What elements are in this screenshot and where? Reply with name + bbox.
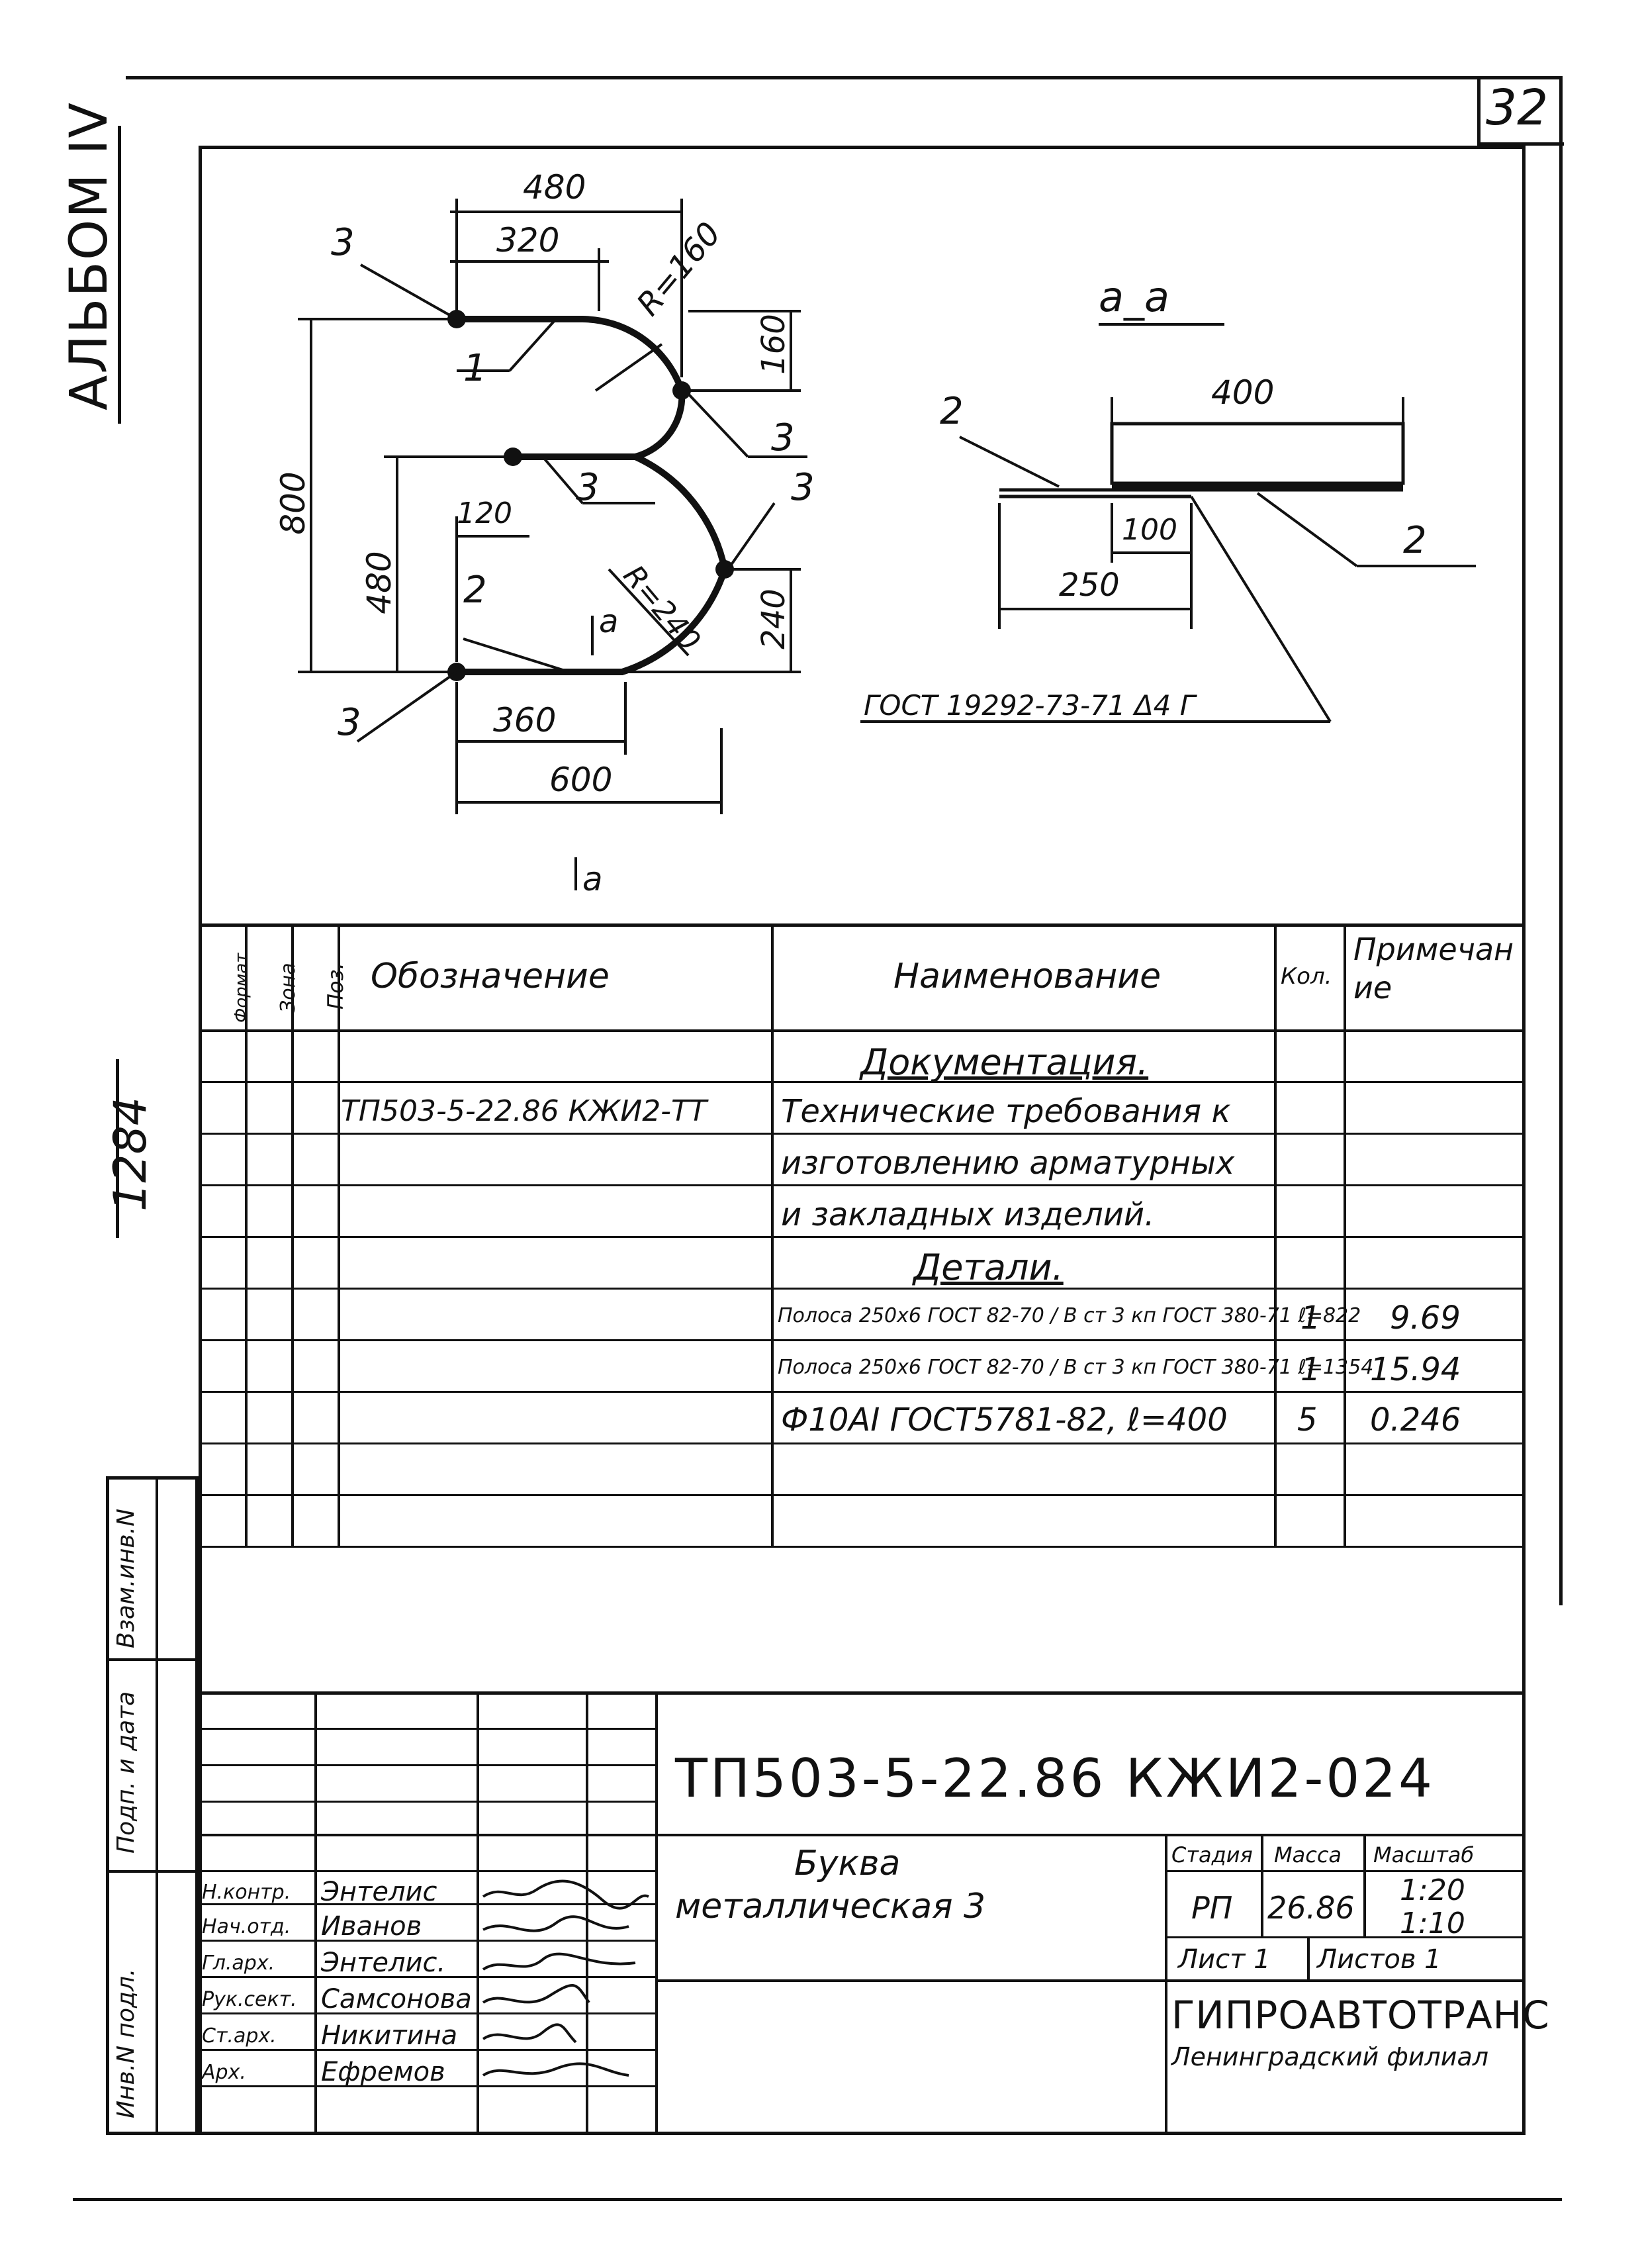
dim-250: 250 (1059, 567, 1120, 604)
row-strip-1-note: 9.69 (1390, 1299, 1461, 1337)
sig-role-2: Нач.отд. (202, 1915, 291, 1938)
sig-name-1: Энтелис (321, 1877, 437, 1907)
right-outer-line (1559, 76, 1563, 1605)
org-branch: Ленинградский филиал (1171, 2042, 1489, 2071)
node-right-upper (672, 381, 691, 400)
pos-3d: 3 (791, 466, 815, 509)
mass-label: Масса (1274, 1842, 1342, 1867)
row-details-section: Детали. (913, 1247, 1064, 1288)
header-zone: Зона (277, 963, 300, 1013)
header-note: Примечание (1353, 931, 1514, 1006)
scale-value-1: 1:20 (1400, 1873, 1465, 1907)
stamp-inv-podl: Инв.N подл. (113, 1968, 140, 2118)
row-tt-line2: изготовлению арматурных (781, 1145, 1235, 1182)
scale-label: Масштаб (1373, 1842, 1475, 1867)
stage-value: РП (1191, 1890, 1233, 1926)
bottom-border-line (73, 2198, 1562, 2201)
sig-name-3: Энтелис. (321, 1948, 446, 1978)
dim-800: 800 (274, 471, 312, 534)
row-doc-section: Документация. (860, 1041, 1149, 1083)
pos-1: 1 (463, 347, 487, 390)
row-designation-tt: ТП503-5-22.86 КЖИ2-ТТ (341, 1094, 707, 1128)
sheet-number: 32 (1486, 79, 1549, 136)
dim-400: 400 (1211, 373, 1274, 412)
dim-320: 320 (496, 221, 559, 260)
dim-360: 360 (493, 701, 556, 739)
title-block: ТП503-5-22.86 КЖИ2-024 Буква металлическ… (199, 1691, 1549, 2135)
spec-table: Формат Зона Поз. Обозначение Наименовани… (199, 923, 1526, 1582)
signature-scribbles (482, 1879, 649, 2077)
row-strip-1-qty: 1 (1300, 1299, 1321, 1337)
sig-role-6: Арх. (202, 2061, 246, 2084)
row-tt-line1: Технические требования к (781, 1093, 1231, 1130)
drawing-code: ТП503-5-22.86 КЖИ2-024 (675, 1748, 1436, 1809)
sig-name-6: Ефремов (321, 2057, 445, 2087)
sig-name-5: Никитина (321, 2020, 458, 2051)
row-rebar: Ф10АI ГОСТ5781-82, ℓ=400 (781, 1401, 1228, 1439)
pos-3a: 3 (331, 221, 355, 264)
row-rebar-note: 0.246 (1370, 1401, 1461, 1439)
side-code: 1284 (105, 1096, 157, 1211)
header-format: Формат (232, 953, 251, 1023)
sig-name-4: Самсонова (321, 1984, 472, 2014)
top-border-line (126, 76, 1562, 79)
section-mark-top: а (599, 603, 618, 640)
sig-role-4: Рук.сект. (202, 1988, 297, 2011)
stamp-vzam-inv: Взам.инв.N (113, 1508, 140, 1648)
scale-value-2: 1:10 (1400, 1907, 1465, 1940)
row-strip-2: Полоса 250х6 ГОСТ 82-70 / В ст 3 кп ГОСТ… (778, 1356, 1374, 1379)
stamp-podp-data: Подп. и дата (113, 1691, 140, 1854)
dim-100: 100 (1122, 513, 1177, 547)
sig-name-2: Иванов (321, 1911, 422, 1942)
header-name: Наименование (893, 957, 1162, 996)
row-tt-line3: и закладных изделий. (781, 1196, 1155, 1233)
mass-value: 26.86 (1267, 1890, 1355, 1926)
pos-3c: 3 (576, 466, 600, 509)
row-strip-1: Полоса 250х6 ГОСТ 82-70 / В ст 3 кп ГОСТ… (778, 1304, 1361, 1327)
dim-120: 120 (457, 496, 512, 530)
pos-3e: 3 (338, 701, 361, 744)
side-stamp (106, 1476, 199, 2135)
header-designation: Обозначение (371, 957, 610, 996)
dim-480: 480 (523, 168, 586, 207)
header-qty: Кол. (1281, 963, 1332, 990)
section-title: а_а (1099, 273, 1169, 321)
row-rebar-qty: 5 (1297, 1401, 1318, 1439)
object-name-line2: металлическая 3 (675, 1887, 986, 1926)
pos-2-left: 2 (940, 390, 964, 433)
side-code-line (116, 1059, 119, 1238)
sig-role-5: Ст.арх. (202, 2024, 277, 2048)
section-mark-bottom: а (582, 860, 603, 898)
sheet-number-box (1477, 76, 1564, 146)
radius-top: R=160 (629, 215, 728, 323)
node-right-lower (715, 560, 734, 579)
weld-note: ГОСТ 19292-73-71 Δ4 Г (864, 689, 1198, 722)
dim-160: 160 (755, 314, 792, 375)
dim-480-left: 480 (360, 551, 398, 614)
sig-role-1: Н.контр. (202, 1881, 291, 1904)
dim-240: 240 (755, 589, 792, 649)
sheet-label: Лист 1 (1178, 1944, 1271, 1975)
sig-role-3: Гл.арх. (202, 1952, 275, 1975)
pos-2-right: 2 (1403, 519, 1427, 562)
pos-3b: 3 (771, 416, 795, 459)
row-strip-2-qty: 1 (1300, 1351, 1321, 1388)
stage-label: Стадия (1171, 1842, 1253, 1867)
object-name-line1: Буква (794, 1844, 901, 1883)
dim-600: 600 (549, 761, 612, 799)
main-frame (199, 146, 1526, 2135)
pos-2: 2 (463, 569, 487, 612)
org-name: ГИПРОАВТОТРАНС (1171, 1993, 1550, 2038)
radius-bottom: R=240 (617, 559, 707, 657)
album-underline (118, 126, 121, 424)
sheets-label: Листов 1 (1317, 1944, 1441, 1975)
row-strip-2-note: 15.94 (1370, 1351, 1461, 1388)
header-pos: Поз. (323, 963, 348, 1010)
drawing-area: 480 320 R=160 160 800 480 120 R=240 240 … (274, 168, 1476, 898)
